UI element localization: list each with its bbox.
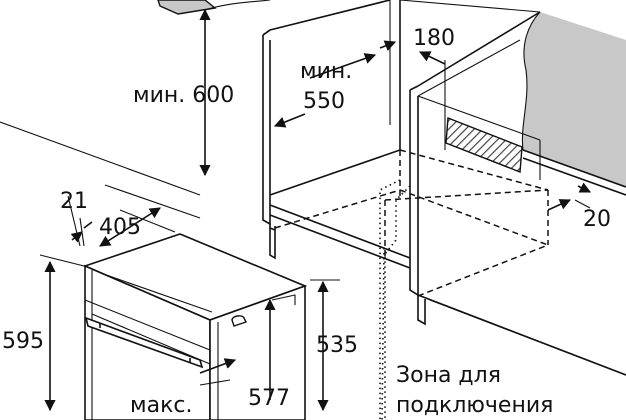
right-cabinet-panel [521, 11, 626, 196]
connection-zone-line-2: подключения [396, 393, 553, 418]
oven [82, 233, 308, 420]
dim-min-600: мин. 600 [133, 83, 234, 108]
guide-line [0, 121, 201, 196]
dim-20: 20 [583, 207, 611, 232]
connection-zone-line-1: Зона для [396, 363, 501, 388]
dim-577: 577 [248, 386, 290, 411]
countertop-top-left [157, 0, 217, 15]
guide-line [104, 184, 201, 219]
dim-550: 550 [303, 89, 345, 114]
countertop-edge [204, 0, 271, 11]
dimension-lines [39, 8, 592, 412]
connection-zone-lines [379, 179, 411, 420]
hatched-cable-opening [445, 117, 523, 173]
dim-21: 21 [60, 189, 88, 214]
dim-595: 595 [2, 329, 44, 354]
dim-405: 405 [99, 215, 141, 240]
niche-cabinet [262, 0, 626, 376]
hidden-lines [274, 149, 549, 297]
dim-max-label: макс. [130, 393, 192, 418]
dim-min-label: мин. [300, 59, 352, 84]
dim-535: 535 [316, 333, 358, 358]
dim-180: 180 [413, 26, 455, 51]
